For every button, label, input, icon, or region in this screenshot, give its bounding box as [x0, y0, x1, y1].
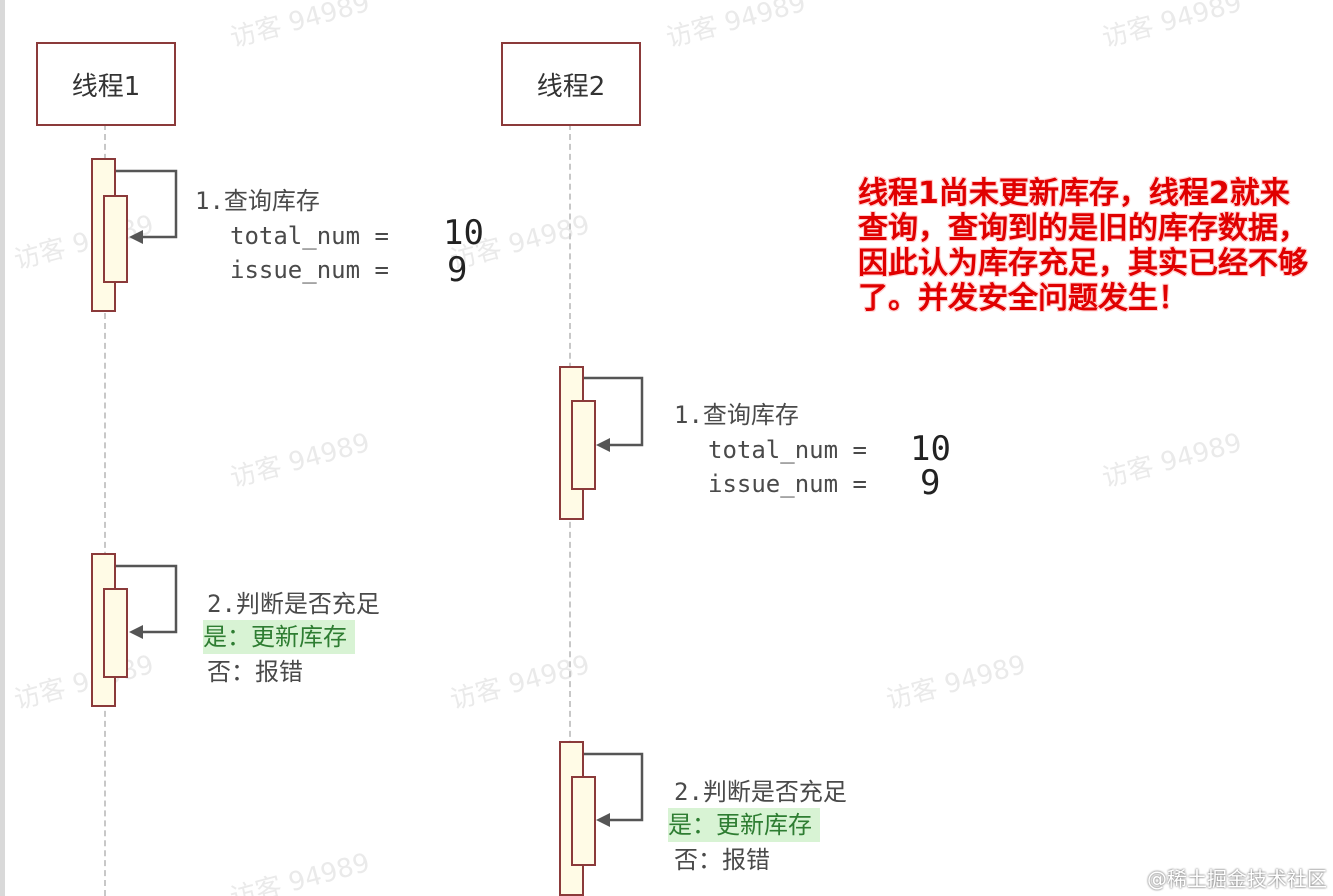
thread1-total-label: total_num = [230, 222, 389, 250]
thread2-query-arrow [584, 376, 644, 447]
thread2-judge-arrow [584, 752, 644, 822]
thread1-query-arrow [116, 169, 178, 239]
site-watermark: @稀土掘金技术社区 [1147, 867, 1327, 891]
thread2-query-arrowhead [596, 438, 610, 452]
thread1-header: 线程1 [36, 42, 176, 126]
thread1-total-value: 10 [443, 213, 484, 253]
thread1-judge-no: 否：报错 [207, 658, 303, 686]
thread2-header: 线程2 [501, 42, 641, 126]
thread2-judge-no: 否：报错 [674, 846, 770, 874]
thread1-judge-self-call [103, 588, 128, 678]
thread1-judge-title: 2.判断是否充足 [207, 590, 380, 618]
thread2-query-self-call [571, 400, 596, 490]
thread2-issue-label: issue_num = [708, 470, 867, 498]
thread2-judge-yes: 是：更新库存 [668, 808, 820, 842]
race-condition-annotation: 线程1尚未更新库存，线程2就来查询，查询到的是旧的库存数据，因此认为库存充足，其… [858, 176, 1308, 316]
thread2-judge-title: 2.判断是否充足 [674, 778, 847, 806]
thread2-judge-self-call [571, 776, 596, 866]
left-border [0, 0, 5, 896]
thread2-total-label: total_num = [708, 436, 867, 464]
thread1-judge-arrow [116, 564, 178, 634]
thread1-issue-label: issue_num = [230, 256, 389, 284]
thread1-query-self-call [103, 195, 128, 283]
thread2-total-value: 10 [910, 429, 951, 469]
thread2-judge-arrowhead [596, 813, 610, 827]
thread2-issue-value: 9 [920, 463, 941, 503]
thread1-judge-arrowhead [129, 625, 143, 639]
thread1-query-title: 1.查询库存 [195, 187, 320, 215]
thread1-judge-yes: 是：更新库存 [203, 620, 355, 654]
thread1-issue-value: 9 [447, 250, 468, 290]
thread2-query-title: 1.查询库存 [674, 401, 799, 429]
thread1-lifeline [104, 124, 106, 896]
thread1-query-arrowhead [129, 230, 143, 244]
